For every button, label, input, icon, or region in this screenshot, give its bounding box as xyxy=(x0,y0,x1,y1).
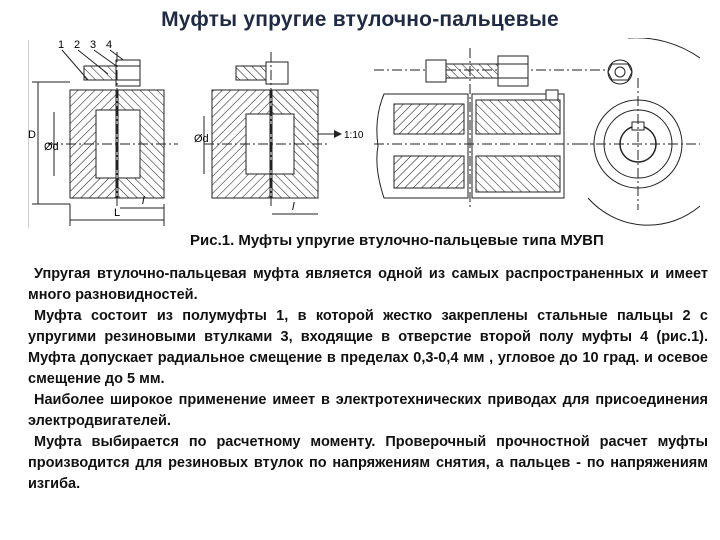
dim-l: l xyxy=(142,195,145,207)
dim-D: D xyxy=(28,129,36,141)
coupling-drawing: 1 2 3 4 D Ød xyxy=(28,38,700,228)
callout-2: 2 xyxy=(74,39,80,51)
paragraph-application: Наиболее широкое применение имеет в элек… xyxy=(28,392,708,429)
body-text: Упругая втулочно-пальцевая муфта являетс… xyxy=(28,264,708,495)
coupling-drawing-svg: 1 2 3 4 D Ød xyxy=(28,38,700,228)
callout-1: 1 xyxy=(58,39,64,51)
coupling-section-left: 1 2 3 4 D Ød xyxy=(28,39,178,228)
dim-L: L xyxy=(114,207,120,219)
callout-3: 3 xyxy=(90,39,96,51)
paragraph-selection: Муфта выбирается по расчетному моменту. … xyxy=(28,434,708,492)
paragraph-structure: Муфта состоит из полумуфты 1, в которой … xyxy=(28,308,708,387)
dim-d: Ød xyxy=(44,141,59,153)
coupling-section-middle: Ød l 1:10 xyxy=(194,52,364,215)
callout-4: 4 xyxy=(106,39,112,51)
slide-title: Муфты упругие втулочно-пальцевые xyxy=(161,8,559,31)
figure-caption: Рис.1. Муфты упругие втулочно-пальцевые … xyxy=(190,232,604,249)
paragraph-intro: Упругая втулочно-пальцевая муфта являетс… xyxy=(28,266,708,303)
dim-l-middle: l xyxy=(292,201,295,213)
coupling-section-right xyxy=(374,38,700,226)
dim-d-middle: Ød xyxy=(194,133,209,145)
dim-taper: 1:10 xyxy=(344,130,364,141)
